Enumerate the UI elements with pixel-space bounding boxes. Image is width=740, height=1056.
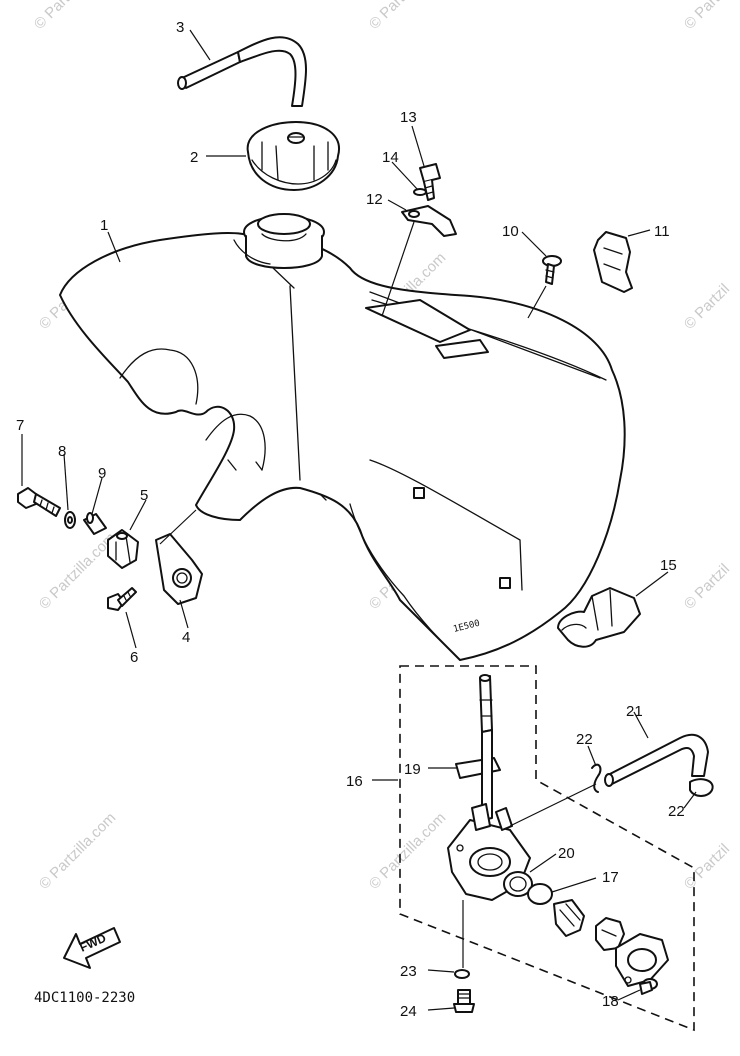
callout-21: 21 bbox=[626, 703, 643, 720]
fuel-cap bbox=[246, 121, 340, 191]
callout-5: 5 bbox=[140, 487, 148, 504]
bolt-7 bbox=[17, 487, 61, 517]
washer-14 bbox=[413, 188, 427, 196]
lever-part bbox=[553, 899, 585, 937]
damper-5 bbox=[107, 529, 139, 569]
bolt-6 bbox=[107, 587, 137, 611]
callout-20: 20 bbox=[558, 845, 575, 862]
callout-labels: 1 2 3 4 5 6 7 8 9 10 11 12 13 14 15 16 1… bbox=[16, 19, 685, 1020]
drain-screw-24 bbox=[453, 989, 475, 1013]
callout-7: 7 bbox=[16, 417, 24, 434]
watermark-text: © Partzilla.com bbox=[36, 529, 119, 612]
fuel-cock-assembly-box bbox=[399, 665, 695, 1032]
bolt-10 bbox=[527, 255, 562, 319]
watermark-text: © Partzilla.com bbox=[36, 809, 119, 892]
callout-3: 3 bbox=[176, 19, 184, 36]
bracket-11 bbox=[593, 231, 633, 293]
watermark-text: © Partzil bbox=[681, 281, 733, 333]
leader-lines bbox=[21, 29, 697, 1011]
callout-10: 10 bbox=[502, 223, 519, 240]
bracket-4 bbox=[155, 509, 203, 605]
breather-hose bbox=[177, 36, 307, 107]
clip-22-upper bbox=[591, 763, 602, 793]
washer-8 bbox=[64, 511, 76, 529]
callout-12: 12 bbox=[366, 191, 383, 208]
forward-arrow-icon: FWD bbox=[63, 927, 121, 969]
knob-part bbox=[595, 917, 625, 951]
callout-22-lower: 22 bbox=[668, 803, 685, 820]
watermark-text: © Partzil bbox=[681, 0, 733, 33]
gasket-20 bbox=[503, 871, 533, 897]
callout-2: 2 bbox=[190, 149, 198, 166]
watermark-text: © Partzilla.com bbox=[31, 0, 114, 33]
callout-22-upper: 22 bbox=[576, 731, 593, 748]
callout-4: 4 bbox=[182, 629, 190, 646]
callout-1: 1 bbox=[100, 217, 108, 234]
collar-9 bbox=[83, 512, 107, 535]
bracket-15 bbox=[557, 587, 641, 648]
fuel-tank: 1E500 bbox=[59, 213, 626, 661]
callout-13: 13 bbox=[400, 109, 417, 126]
callout-14: 14 bbox=[382, 149, 399, 166]
callout-16: 16 bbox=[346, 773, 363, 790]
callout-9: 9 bbox=[98, 465, 106, 482]
callout-23: 23 bbox=[400, 963, 417, 980]
diagram-code: 4DC1100-2230 bbox=[34, 990, 135, 1006]
callout-19: 19 bbox=[404, 761, 421, 778]
fuel-strainer-pipe-19 bbox=[455, 674, 501, 821]
stay-12 bbox=[381, 205, 457, 317]
watermark-text: © Partzil bbox=[681, 561, 733, 613]
fuel-hose-21 bbox=[604, 733, 709, 787]
callout-15: 15 bbox=[660, 557, 677, 574]
callout-8: 8 bbox=[58, 443, 66, 460]
bolt-13 bbox=[419, 163, 441, 201]
watermark-text: © Partzilla.com bbox=[366, 0, 449, 33]
plate-part bbox=[615, 933, 669, 987]
watermark-text: © Partzilla.com bbox=[366, 809, 449, 892]
clip-22-lower bbox=[689, 778, 714, 797]
screw-18 bbox=[639, 978, 658, 995]
watermark-text: © Partzil bbox=[681, 841, 733, 893]
washer-23 bbox=[454, 969, 470, 979]
callout-24: 24 bbox=[400, 1003, 417, 1020]
callout-18: 18 bbox=[602, 993, 619, 1010]
callout-17: 17 bbox=[602, 869, 619, 886]
callout-6: 6 bbox=[130, 649, 138, 666]
callout-11: 11 bbox=[654, 223, 670, 240]
o-ring-17 bbox=[527, 883, 553, 905]
